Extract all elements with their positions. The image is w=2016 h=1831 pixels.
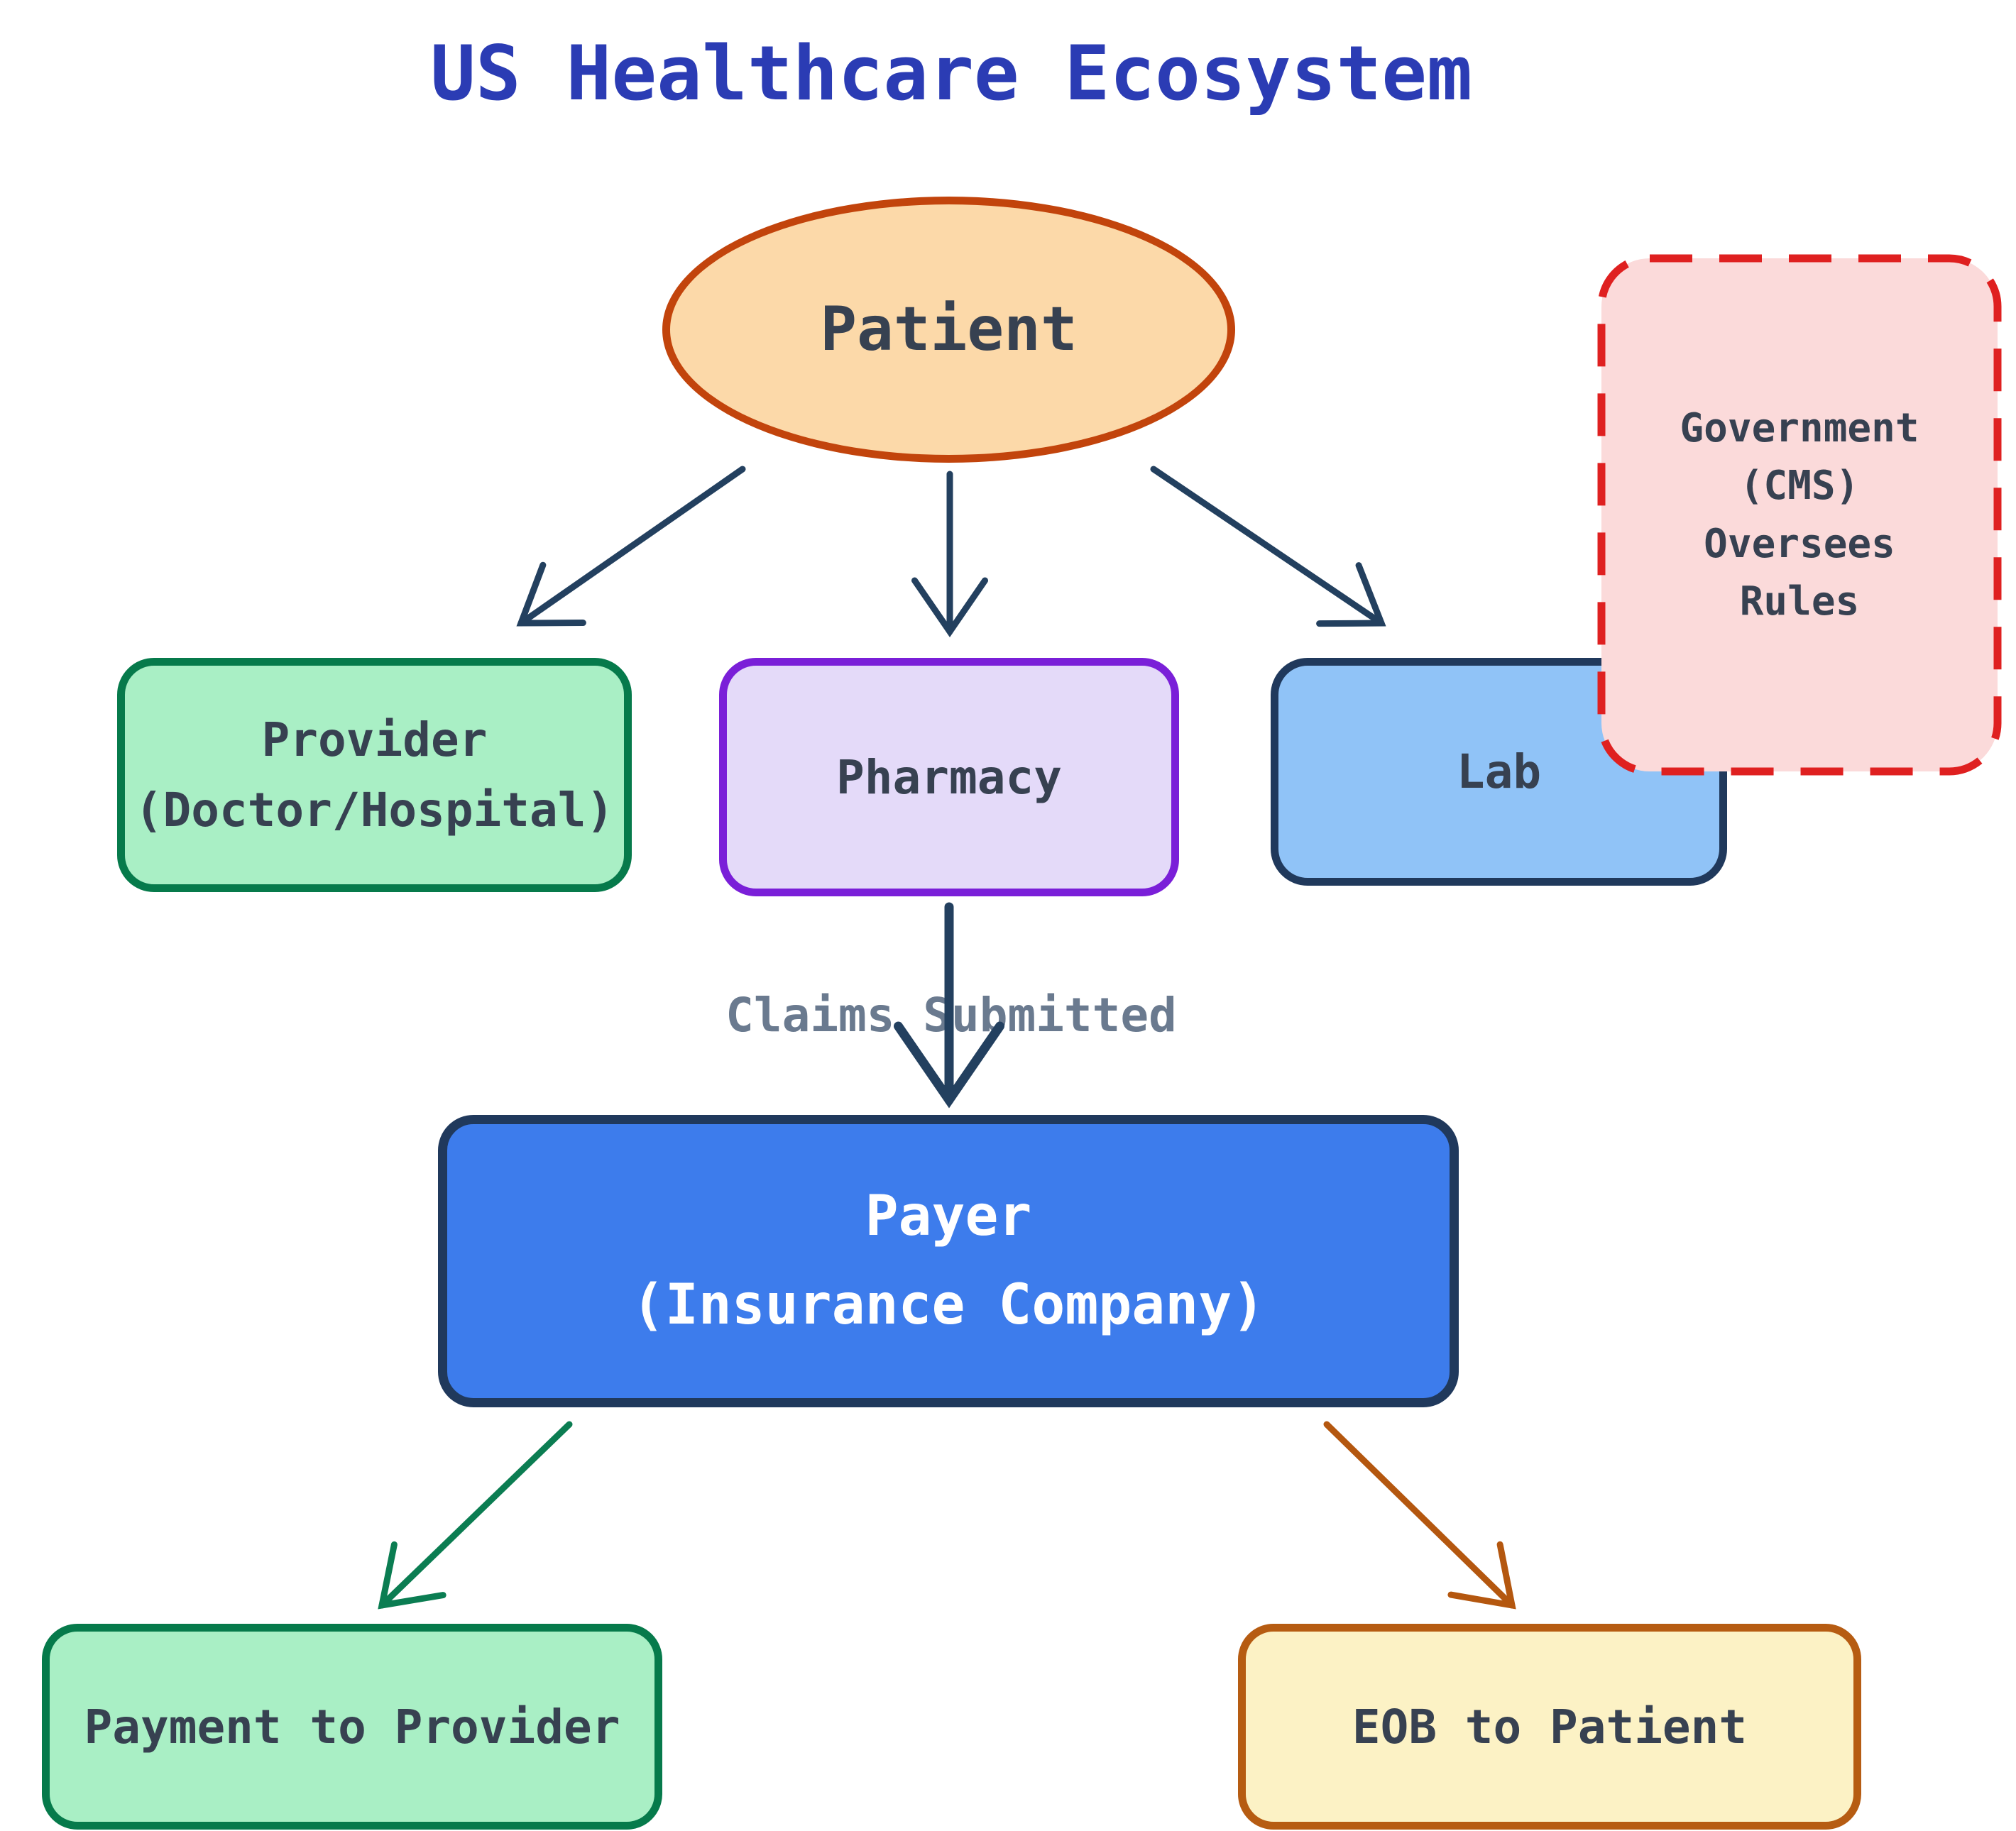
government-label-line2: (CMS) xyxy=(1739,463,1860,510)
government-dashed-border xyxy=(1597,254,2002,776)
node-provider: Provider (Doctor/Hospital) xyxy=(117,658,632,892)
node-payment-label: Payment to Provider xyxy=(84,1699,620,1754)
node-lab-label: Lab xyxy=(1456,744,1542,799)
node-payer-label-line2: (Insurance Company) xyxy=(631,1273,1266,1337)
arrow-payer-to-eob xyxy=(1323,1421,1516,1610)
arrow-payer-to-payment xyxy=(378,1421,573,1610)
node-government-cms: Government (CMS) Oversees Rules xyxy=(1597,254,2002,776)
node-pharmacy-label: Pharmacy xyxy=(836,749,1062,805)
government-label-line3: Oversees xyxy=(1704,520,1895,567)
node-lab: Lab xyxy=(1271,658,1727,886)
node-payer-label-line1: Payer xyxy=(865,1184,1032,1249)
node-payment-to-provider: Payment to Provider xyxy=(42,1624,662,1830)
diagram-title: US Healthcare Ecosystem xyxy=(430,30,1472,117)
arrow-patient-to-provider xyxy=(516,466,746,627)
node-provider-label-line2: (Doctor/Hospital) xyxy=(134,783,615,837)
node-patient: Patient xyxy=(662,197,1235,463)
node-eob-to-patient: EOB to Patient xyxy=(1238,1624,1861,1830)
arrow-patient-to-lab xyxy=(1150,466,1386,627)
node-pharmacy: Pharmacy xyxy=(719,658,1179,896)
node-provider-label-line1: Provider xyxy=(261,713,488,767)
node-eob-label: EOB to Patient xyxy=(1352,1699,1748,1754)
node-payer: Payer (Insurance Company) xyxy=(438,1115,1459,1407)
node-patient-label: Patient xyxy=(820,294,1078,365)
edge-label-claims-submitted: Claims Submitted xyxy=(725,988,1177,1043)
government-label-line4: Rules xyxy=(1739,578,1860,625)
government-label-line1: Government xyxy=(1680,405,1919,452)
node-government-label: Government (CMS) Oversees Rules xyxy=(1680,400,1919,630)
